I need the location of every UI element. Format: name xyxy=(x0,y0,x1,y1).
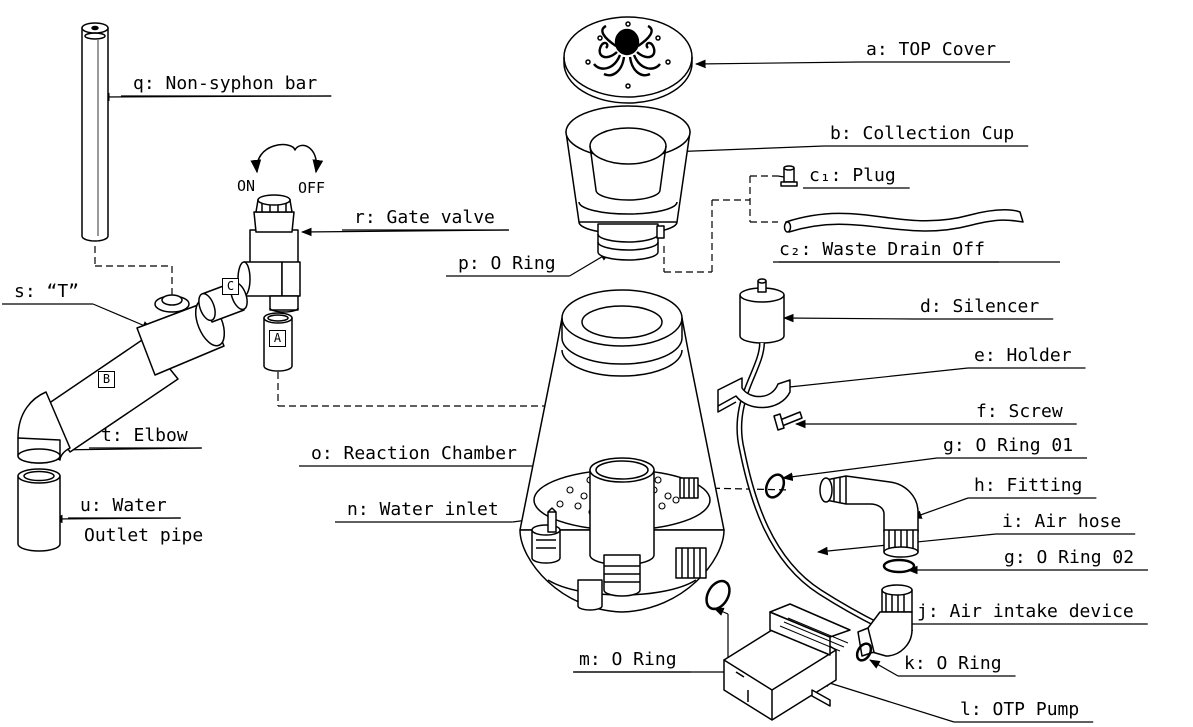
label-plug: c₁: Plug xyxy=(809,165,896,186)
otp-pump xyxy=(723,603,851,721)
leader-line xyxy=(694,59,861,69)
leader-line xyxy=(910,497,969,519)
pipe-b-tag: B xyxy=(98,371,115,388)
gate-valve xyxy=(237,194,301,313)
leader-line xyxy=(98,92,332,102)
label-collection-cup: b: Collection Cup xyxy=(830,123,1015,144)
label-air-intake-device: j: Air intake device xyxy=(917,601,1134,622)
label-air-hose: i: Air hose xyxy=(1002,511,1122,532)
leader-line xyxy=(666,145,825,156)
leader-line xyxy=(300,227,509,237)
o-ring-g2 xyxy=(882,558,916,574)
label-non-syphon-bar: q: Non-syphon bar xyxy=(133,73,318,94)
screw xyxy=(773,411,803,431)
leader-line xyxy=(818,678,955,723)
non-syphon-bar xyxy=(81,22,109,242)
outlet-pipe-assembly xyxy=(17,294,226,552)
label-t-piece: s: “T” xyxy=(14,281,80,302)
holder xyxy=(717,377,791,413)
leader-lines xyxy=(2,59,1149,723)
octopus-logo-icon xyxy=(593,24,661,77)
label-o-ring-p: p: O Ring xyxy=(458,253,556,274)
o-ring-m xyxy=(705,579,731,611)
coupler-a-tag: A xyxy=(269,330,286,347)
fitting xyxy=(819,475,919,558)
valve-turn-arrow xyxy=(250,143,324,174)
leader-line xyxy=(51,445,202,455)
label-o-ring-02: g: O Ring 02 xyxy=(1004,547,1135,568)
o-ring-g1 xyxy=(764,473,786,499)
waste-drain-hose xyxy=(785,209,1024,233)
valve-off-label: OFF xyxy=(298,179,326,197)
air-intake-device xyxy=(857,584,913,657)
leader-line xyxy=(781,457,938,482)
plug xyxy=(780,165,798,187)
label-elbow: t: Elbow xyxy=(101,425,188,446)
label-gate-valve: r: Gate valve xyxy=(354,207,495,228)
leader-line xyxy=(869,659,899,677)
label-reaction-chamber: o: Reaction Chamber xyxy=(311,443,517,464)
label-holder: e: Holder xyxy=(974,345,1072,366)
leader-line xyxy=(92,303,153,330)
reaction-chamber xyxy=(519,289,725,613)
label-outlet-pipe: Outlet pipe xyxy=(84,525,204,546)
label-o-ring-01: g: O Ring 01 xyxy=(943,435,1074,456)
label-water: u: Water xyxy=(80,495,167,516)
collection-cup xyxy=(565,105,691,261)
label-silencer: d: Silencer xyxy=(920,296,1040,317)
leader-line xyxy=(782,313,915,323)
label-o-ring-k: k: O Ring xyxy=(904,653,1002,674)
label-otp-pump: l: OTP Pump xyxy=(960,699,1080,720)
leader-line xyxy=(701,487,791,491)
leader-line xyxy=(51,514,181,524)
coupler-c-tag: C xyxy=(222,278,239,295)
label-waste-drain-off: c₂: Waste Drain Off xyxy=(779,239,985,260)
valve-on-label: ON xyxy=(237,177,256,195)
silencer xyxy=(739,278,785,344)
label-o-ring-m: m: O Ring xyxy=(579,649,677,670)
label-screw: f: Screw xyxy=(976,401,1063,422)
top-cover xyxy=(563,16,693,104)
o-ring-k xyxy=(855,642,873,662)
label-top-cover: a: TOP Cover xyxy=(866,39,997,60)
label-fitting: h: Fitting xyxy=(974,475,1083,496)
label-water-inlet: n: Water inlet xyxy=(347,499,499,520)
leader-line xyxy=(778,367,969,392)
